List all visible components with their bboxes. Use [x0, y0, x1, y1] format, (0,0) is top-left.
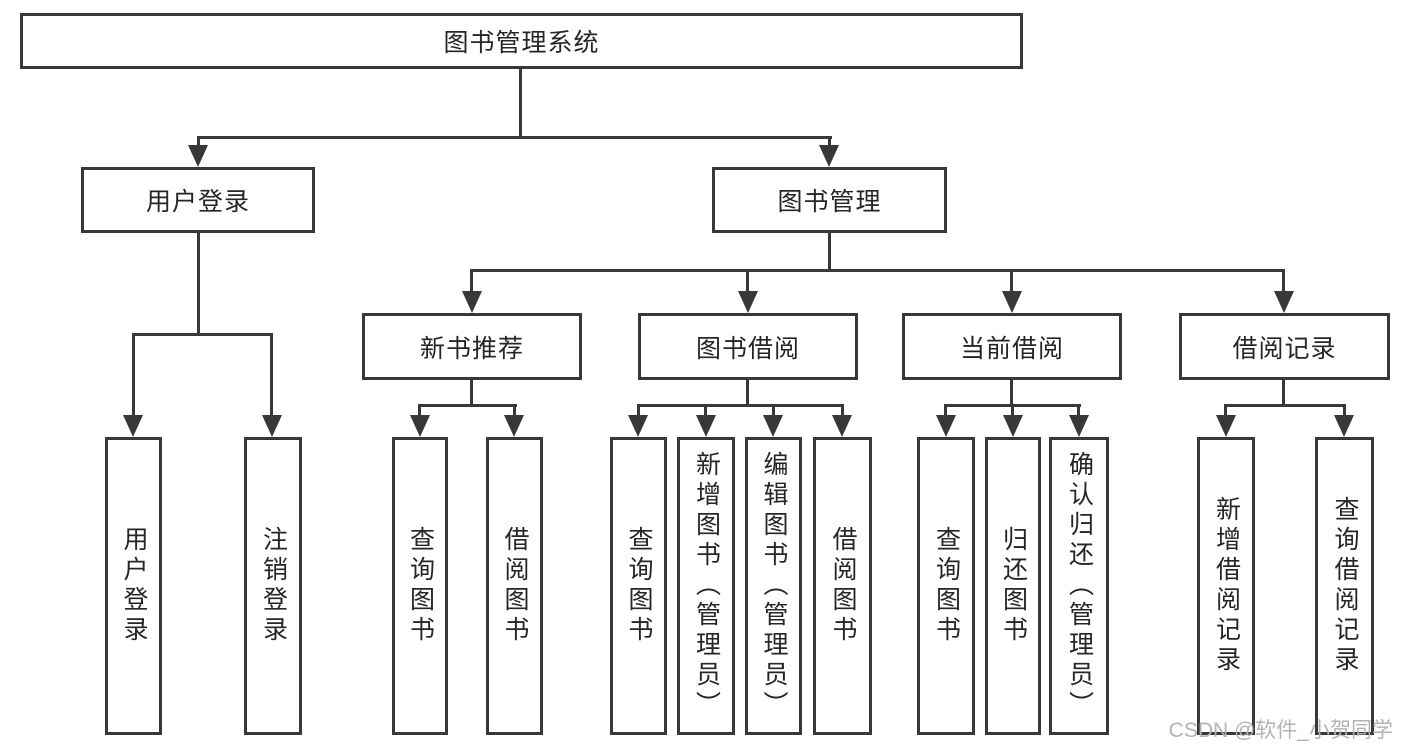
connector-current-borrow-stem — [1010, 380, 1013, 407]
arrowhead-bb-edit — [763, 415, 783, 437]
arrowhead-bb-borrow — [832, 415, 852, 437]
leaf-current-query-books: 查询图书 — [917, 437, 975, 735]
leaf-record-add-borrow-record: 新增借阅记录 — [1197, 437, 1255, 735]
node-book-management: 图书管理 — [712, 167, 947, 233]
arrowhead-current-borrow — [1002, 291, 1022, 313]
connector-bb-borrow-drop — [841, 404, 844, 418]
arrowhead-new-book — [462, 291, 482, 313]
connector-br-query-drop — [1343, 404, 1346, 418]
arrowhead-br-query — [1334, 415, 1354, 437]
arrowhead-book-borrow — [738, 291, 758, 313]
connector-level3-hline — [471, 269, 1285, 272]
node-current-borrowing: 当前借阅 — [902, 313, 1122, 380]
arrowhead-cb-query — [936, 415, 956, 437]
connector-root-stem — [519, 69, 522, 139]
arrowhead-user-login — [188, 145, 208, 167]
csdn-watermark: CSDN @软件_小贺同学 — [1168, 719, 1393, 742]
leaf-borrow-edit-books-admin: 编辑图书（管理员） — [745, 437, 802, 735]
node-book-borrowing: 图书借阅 — [638, 313, 858, 380]
arrowhead-nb-borrow — [504, 415, 524, 437]
connector-user-login-stem — [197, 233, 200, 336]
leaf-current-return-books: 归还图书 — [985, 437, 1041, 735]
connector-level2-hline — [197, 136, 832, 139]
connector-cb-confirm-drop — [1077, 404, 1080, 418]
connector-book-borrow-stem — [746, 380, 749, 407]
connector-book-mgmt-drop — [828, 136, 831, 148]
connector-br-add-drop — [1224, 404, 1227, 418]
node-library-system: 图书管理系统 — [20, 13, 1023, 69]
connector-cb-return-drop — [1011, 404, 1014, 418]
leaf-current-confirm-return-admin: 确认归还（管理员） — [1049, 437, 1109, 735]
connector-bb-add-drop — [704, 404, 707, 418]
connector-leaf-logout-drop — [270, 333, 273, 418]
connector-borrow-record-drop — [1282, 269, 1285, 294]
connector-book-borrow-hline — [637, 404, 844, 407]
arrowhead-bb-add — [696, 415, 716, 437]
leaf-user-login: 用户登录 — [105, 437, 162, 735]
connector-borrow-record-stem — [1282, 380, 1285, 407]
connector-bb-query-drop — [637, 404, 640, 418]
arrowhead-br-add — [1216, 415, 1236, 437]
connector-new-book-drop — [470, 269, 473, 294]
arrowhead-cb-return — [1003, 415, 1023, 437]
arrowhead-leaf-logout — [262, 415, 282, 437]
arrowhead-bb-query — [628, 415, 648, 437]
leaf-newbook-query-books: 查询图书 — [392, 437, 448, 735]
leaf-newbook-borrow-books: 借阅图书 — [486, 437, 543, 735]
connector-user-login-drop — [197, 136, 200, 148]
leaf-borrow-query-books: 查询图书 — [610, 437, 667, 735]
connector-borrow-record-hline — [1224, 404, 1346, 407]
leaf-record-query-borrow-record: 查询借阅记录 — [1315, 437, 1374, 735]
connector-cb-query-drop — [944, 404, 947, 418]
arrowhead-borrow-record — [1274, 291, 1294, 313]
connector-nb-borrow-drop — [513, 404, 516, 418]
connector-bb-edit-drop — [772, 404, 775, 418]
leaf-borrow-borrow-books: 借阅图书 — [813, 437, 872, 735]
connector-new-book-stem — [470, 380, 473, 407]
node-borrowing-records: 借阅记录 — [1179, 313, 1390, 380]
arrowhead-cb-confirm — [1069, 415, 1089, 437]
connector-book-borrow-drop — [746, 269, 749, 294]
arrowhead-book-mgmt — [819, 145, 839, 167]
connector-nb-query-drop — [418, 404, 421, 418]
node-new-book-recommend: 新书推荐 — [362, 313, 582, 380]
connector-book-mgmt-stem — [828, 233, 831, 272]
leaf-borrow-add-books-admin: 新增图书（管理员） — [677, 437, 735, 735]
connector-leaf-login-drop — [132, 333, 135, 418]
leaf-logout: 注销登录 — [244, 437, 302, 735]
connector-user-login-hline — [132, 333, 273, 336]
node-user-login: 用户登录 — [81, 167, 315, 233]
connector-new-book-hline — [418, 404, 517, 407]
arrowhead-nb-query — [410, 415, 430, 437]
arrowhead-leaf-login — [123, 415, 143, 437]
connector-current-borrow-drop — [1010, 269, 1013, 294]
